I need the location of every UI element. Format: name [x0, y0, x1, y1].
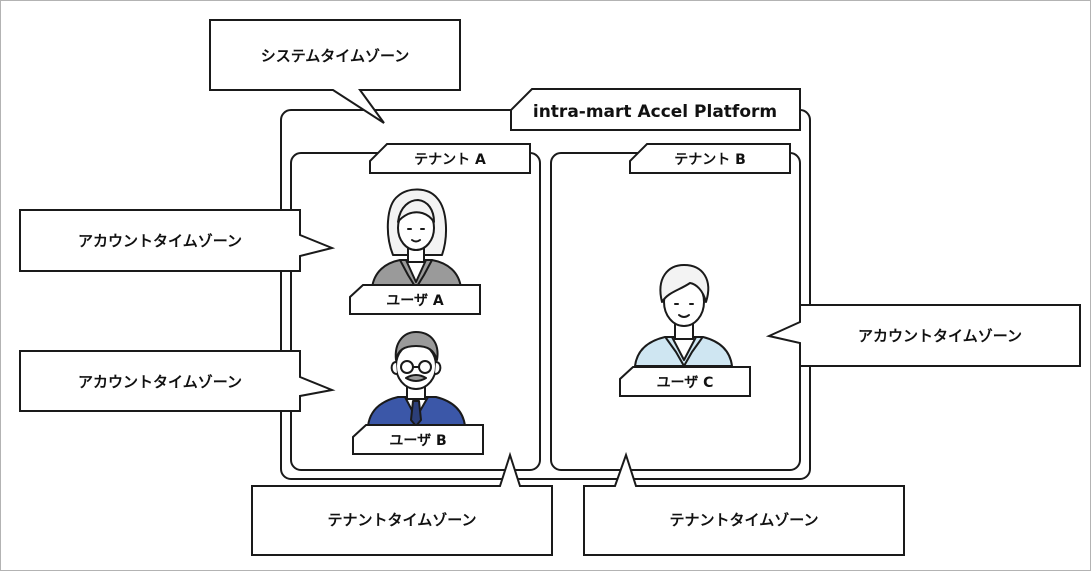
tenant-a-tag [369, 143, 531, 174]
user-b-tag [352, 424, 484, 455]
platform-tag [510, 88, 801, 131]
account-timezone-label-a: アカウントタイムゾーン [78, 232, 242, 250]
user-b-label: ユーザ B [389, 433, 446, 449]
tenant-b-label: テナント B [674, 152, 746, 168]
account-timezone-callout-b [19, 350, 336, 412]
tenant-timezone-callout-a [251, 451, 553, 556]
user-c-avatar-icon [634, 264, 733, 367]
tenant-timezone-callout-b [583, 451, 905, 556]
system-timezone-callout [209, 19, 461, 124]
tenant-timezone-label-b: テナントタイムゾーン [670, 511, 819, 529]
account-timezone-label-b: アカウントタイムゾーン [78, 373, 242, 391]
user-a-tag [349, 284, 481, 315]
tenant-b-tag [629, 143, 791, 174]
user-c-tag [619, 366, 751, 397]
tenant-timezone-label-a: テナントタイムゾーン [328, 511, 477, 529]
system-timezone-label: システムタイムゾーン [261, 47, 410, 65]
user-a-label: ユーザ A [386, 293, 444, 309]
user-c-label: ユーザ C [657, 375, 714, 391]
tenant-a-label: テナント A [414, 152, 486, 168]
user-b-avatar-icon [367, 331, 466, 427]
platform-label: intra-mart Accel Platform [533, 102, 777, 122]
user-a-avatar-icon [371, 188, 462, 289]
account-timezone-callout-c [765, 304, 1081, 367]
account-timezone-callout-a [19, 209, 336, 272]
account-timezone-label-c: アカウントタイムゾーン [858, 327, 1022, 345]
